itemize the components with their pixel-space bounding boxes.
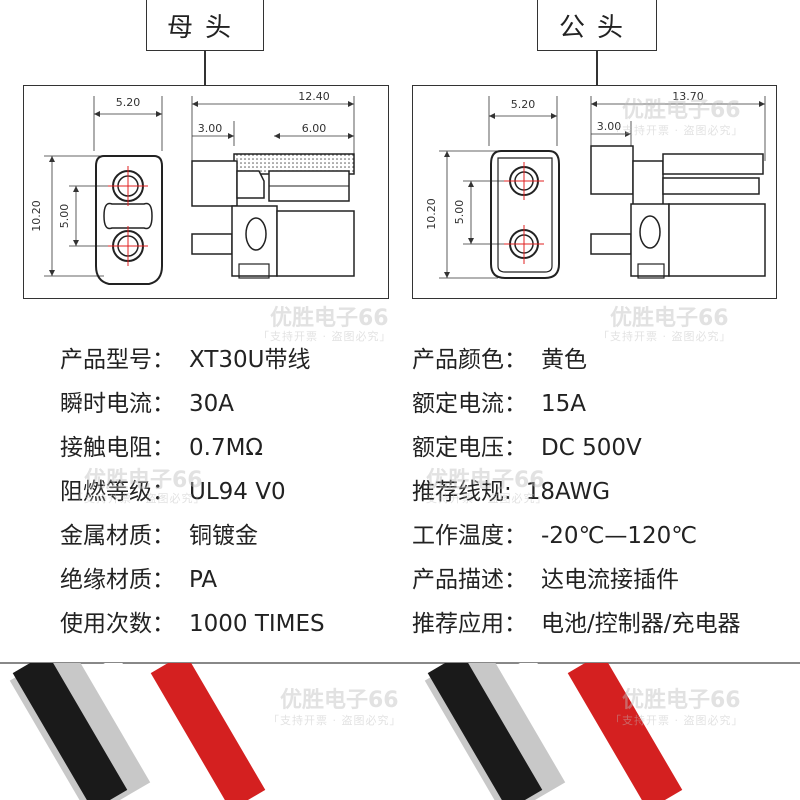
watermark-sub-bottom-left: 「支持开票 · 盗图必究」: [268, 714, 402, 727]
left-black-wire: [12, 663, 128, 800]
male-width-dim: 5.20: [511, 98, 536, 111]
spec-value: PA: [189, 567, 218, 593]
spec-label: 阻燃等级：: [60, 479, 175, 505]
spec-value: 15A: [541, 391, 587, 417]
watermark-sub-bottom-right: 「支持开票 · 盗图必究」: [610, 714, 744, 727]
female-pitch-dim: 5.00: [58, 204, 71, 229]
male-header-label: 公头: [558, 12, 635, 43]
female-length-dim: 12.40: [298, 90, 330, 103]
female-offset-dim: 3.00: [198, 122, 223, 135]
spec-value: DC 500V: [541, 435, 642, 461]
spec-label: 瞬时电流：: [60, 391, 175, 417]
spec-label: 产品型号：: [60, 347, 175, 373]
male-pitch-dim: 5.00: [453, 200, 466, 225]
spec-value: 18AWG: [525, 479, 611, 505]
spec-value: UL94 V0: [189, 479, 286, 505]
spec-value: -20℃—120℃: [541, 523, 698, 549]
male-drawing-svg: 5.20 10.20 5.00: [425, 90, 766, 279]
spec-value: 1000 TIMES: [189, 611, 325, 637]
female-pin-dim: 6.00: [302, 122, 327, 135]
spec-row: 金属材质： 铜镀金: [60, 516, 258, 550]
spec-value: 0.7MΩ: [189, 435, 263, 461]
watermark-bottom-right: 优胜电子66: [622, 688, 741, 713]
watermark-center-right: 优胜电子66: [426, 468, 545, 493]
male-front-view: 5.20 10.20 5.00: [425, 96, 560, 279]
female-header-label: 母头: [166, 12, 243, 43]
left-wire-pair: [9, 663, 266, 800]
right-wire-pair: [424, 663, 683, 800]
spec-label: 使用次数：: [60, 611, 175, 637]
watermark-sub-top-right: 「支持开票 · 盗图必究」: [610, 124, 744, 137]
spec-label: 金属材质：: [60, 523, 175, 549]
watermark-mid-left: 优胜电子66: [270, 306, 389, 331]
spec-value: XT30U带线: [189, 347, 311, 373]
spec-value: 黄色: [541, 347, 587, 373]
spec-row: 工作温度： -20℃—120℃: [412, 516, 697, 550]
spec-label: 产品颜色：: [412, 347, 527, 373]
spec-row: 推荐应用： 电池/控制器/充电器: [412, 604, 741, 638]
right-black-wire: [427, 663, 543, 800]
spec-label: 接触电阻：: [60, 435, 175, 461]
right-red-wire: [567, 663, 683, 800]
male-connector-drawing: 5.20 10.20 5.00: [412, 85, 777, 299]
spec-value: 达电流接插件: [541, 567, 679, 593]
section-divider: [0, 662, 800, 664]
spec-value: 电池/控制器/充电器: [541, 611, 741, 637]
spec-label: 推荐线规:: [412, 479, 512, 505]
spec-row: 绝缘材质： PA: [60, 560, 217, 594]
spec-label: 工作温度：: [412, 523, 527, 549]
watermark-sub-mid-left: 「支持开票 · 盗图必究」: [258, 330, 392, 343]
male-offset-dim: 3.00: [597, 120, 622, 133]
watermark-center-left: 优胜电子66: [84, 468, 203, 493]
male-side-view: 13.70 3.00: [590, 90, 766, 279]
female-width-dim: 5.20: [116, 96, 141, 109]
watermark-sub-center-right: 「支持开票 · 盗图必究」: [414, 492, 548, 505]
spec-label: 额定电压：: [412, 435, 527, 461]
spec-row: 瞬时电流： 30A: [60, 384, 234, 418]
watermark-top-right: 优胜电子66: [622, 98, 741, 123]
spec-row: 推荐线规: 18AWG: [412, 472, 610, 506]
spec-row: 产品型号： XT30U带线: [60, 340, 311, 374]
spec-row: 使用次数： 1000 TIMES: [60, 604, 325, 638]
watermark-sub-mid-right: 「支持开票 · 盗图必究」: [598, 330, 732, 343]
female-side-view: 12.40 3.00 6.00: [191, 90, 355, 279]
spec-label: 额定电流：: [412, 391, 527, 417]
male-height-dim: 10.20: [425, 198, 438, 230]
female-header-connector-line: [204, 50, 206, 86]
wires-photo: [9, 663, 683, 800]
spec-row: 额定电压： DC 500V: [412, 428, 642, 462]
female-header: 母头: [146, 0, 264, 51]
watermark-mid-right: 优胜电子66: [610, 306, 729, 331]
male-length-dim: 13.70: [672, 90, 704, 103]
male-header-connector-line: [596, 50, 598, 86]
spec-label: 推荐应用：: [412, 611, 527, 637]
spec-value: 铜镀金: [189, 523, 258, 549]
spec-row: 产品颜色： 黄色: [412, 340, 587, 374]
spec-row: 接触电阻： 0.7MΩ: [60, 428, 263, 462]
spec-row: 阻燃等级： UL94 V0: [60, 472, 286, 506]
female-connector-drawing: 5.20 10.20 5.00: [23, 85, 389, 299]
spec-row: 额定电流： 15A: [412, 384, 586, 418]
spec-row: 产品描述： 达电流接插件: [412, 560, 679, 594]
left-red-wire: [150, 663, 266, 800]
watermark-sub-center-left: 「支持开票 · 盗图必究」: [72, 492, 206, 505]
spec-label: 绝缘材质：: [60, 567, 175, 593]
female-height-dim: 10.20: [30, 200, 43, 232]
female-drawing-svg: 5.20 10.20 5.00: [30, 90, 355, 285]
spec-value: 30A: [189, 391, 235, 417]
spec-label: 产品描述：: [412, 567, 527, 593]
watermark-bottom-left: 优胜电子66: [280, 688, 399, 713]
male-header: 公头: [537, 0, 657, 51]
female-front-view: 5.20 10.20 5.00: [30, 96, 163, 285]
